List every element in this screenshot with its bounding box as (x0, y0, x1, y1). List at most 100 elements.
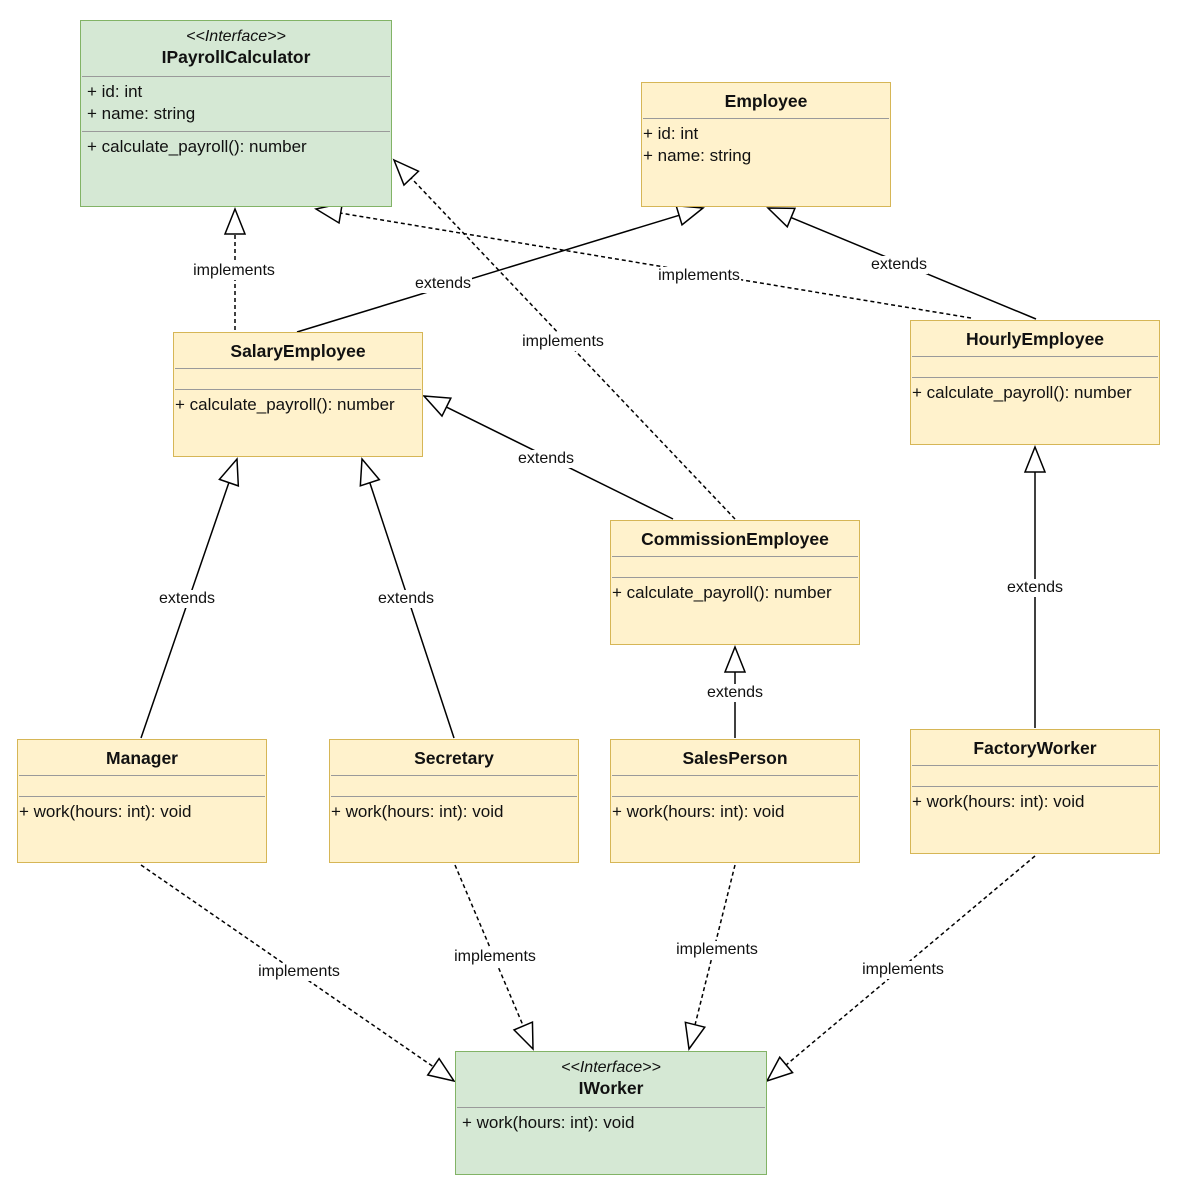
class-header: FactoryWorker (911, 730, 1159, 759)
method: + work(hours: int): void (19, 802, 192, 821)
edge-label-secretary-implements-iworker: implements (453, 948, 537, 966)
attributes-section: + id: int + name: string (642, 119, 890, 173)
attribute: + id: int (643, 124, 699, 143)
hollow-triangle-arrowhead (766, 207, 797, 229)
class-salaryemployee[interactable]: SalaryEmployee + calculate_payroll(): nu… (173, 332, 423, 457)
class-name: HourlyEmployee (965, 329, 1105, 349)
attributes-section (18, 776, 266, 796)
divider (457, 1107, 765, 1108)
divider (612, 556, 858, 557)
class-header: Manager (18, 740, 266, 769)
class-name: CommissionEmployee (641, 529, 829, 549)
relation-secretary-implements-iworker (454, 864, 534, 1051)
divider (912, 356, 1158, 357)
hollow-triangle-arrowhead (392, 158, 420, 187)
class-name: IWorker (578, 1078, 644, 1098)
edge-label-factory-extends-hourly: extends (1005, 579, 1065, 597)
divider (612, 577, 858, 578)
relation-salary-implements-ipayroll (223, 206, 247, 330)
method: + calculate_payroll(): number (175, 395, 395, 414)
divider (643, 118, 889, 119)
divider (175, 389, 421, 390)
divider (912, 765, 1158, 766)
class-salesperson[interactable]: SalesPerson + work(hours: int): void (610, 739, 860, 863)
class-hourlyemployee[interactable]: HourlyEmployee + calculate_payroll(): nu… (910, 320, 1160, 445)
method: + calculate_payroll(): number (612, 583, 832, 602)
relation-line (296, 214, 680, 333)
divider (612, 775, 858, 776)
divider (331, 796, 577, 797)
relation-line (785, 855, 1036, 1066)
relation-salesperson-extends-commission (723, 644, 747, 738)
class-employee[interactable]: Employee + id: int + name: string (641, 82, 891, 207)
edge-label-manager-extends-salary: extends (157, 590, 217, 608)
class-header: CommissionEmployee (611, 521, 859, 550)
edge-label-factory-implements-iworker: implements (861, 961, 945, 979)
relation-line (369, 482, 455, 739)
methods-section: + calculate_payroll(): number (911, 378, 1159, 410)
class-name: IPayrollCalculator (161, 47, 311, 67)
attributes-section (911, 357, 1159, 377)
divider (612, 796, 858, 797)
attributes-section: + id: int + name: string (81, 77, 391, 131)
divider (19, 796, 265, 797)
class-factoryworker[interactable]: FactoryWorker + work(hours: int): void (910, 729, 1160, 854)
divider (331, 775, 577, 776)
attribute: + name: string (643, 146, 752, 165)
class-name: SalesPerson (682, 748, 788, 768)
relation-line (140, 482, 230, 739)
hollow-triangle-arrowhead (359, 457, 381, 487)
class-secretary[interactable]: Secretary + work(hours: int): void (329, 739, 579, 863)
class-header: SalesPerson (611, 740, 859, 769)
attributes-section (330, 776, 578, 796)
attributes-section (911, 766, 1159, 786)
methods-section: + work(hours: int): void (611, 797, 859, 829)
edge-label-commission-extends-salary: extends (516, 450, 576, 468)
hollow-triangle-arrowhead (426, 1057, 456, 1083)
hollow-triangle-arrowhead (218, 457, 240, 487)
method: + work(hours: int): void (912, 792, 1085, 811)
attributes-section (611, 776, 859, 796)
edge-label-hourly-implements-ipayroll: implements (657, 267, 741, 285)
methods-section: + work(hours: int): void (330, 797, 578, 829)
edge-label-manager-implements-iworker: implements (257, 963, 341, 981)
divider (82, 131, 390, 132)
class-name: Secretary (414, 748, 494, 768)
divider (912, 377, 1158, 378)
edge-label-salary-implements-ipayroll: implements (192, 262, 276, 280)
methods-section: + work(hours: int): void (456, 1108, 766, 1140)
class-manager[interactable]: Manager + work(hours: int): void (17, 739, 267, 863)
methods-section: + calculate_payroll(): number (174, 390, 422, 422)
relation-line (340, 212, 972, 319)
methods-section: + work(hours: int): void (18, 797, 266, 829)
class-header: Employee (642, 83, 890, 112)
hollow-triangle-arrowhead (765, 1055, 794, 1083)
relation-factory-extends-hourly (1023, 444, 1047, 728)
class-commissionemployee[interactable]: CommissionEmployee + calculate_payroll()… (610, 520, 860, 645)
hollow-triangle-arrowhead (675, 204, 705, 227)
methods-section: + work(hours: int): void (911, 787, 1159, 819)
relation-salesperson-implements-iworker (684, 864, 736, 1051)
class-name: Manager (106, 748, 178, 768)
relation-manager-extends-salary (140, 457, 240, 739)
attribute: + name: string (87, 104, 196, 123)
hollow-triangle-arrowhead (1023, 444, 1047, 473)
edge-label-commission-implements-ipayroll: implements (521, 333, 605, 351)
attributes-section (611, 557, 859, 577)
class-header: HourlyEmployee (911, 321, 1159, 350)
relation-factory-implements-iworker (765, 855, 1036, 1083)
edge-label-hourly-extends-employee: extends (869, 256, 929, 274)
class-header: SalaryEmployee (174, 333, 422, 362)
method: + work(hours: int): void (612, 802, 785, 821)
relation-commission-implements-ipayroll (392, 158, 736, 520)
method: + calculate_payroll(): number (912, 383, 1132, 402)
hollow-triangle-arrowhead (422, 395, 453, 418)
edge-label-secretary-extends-salary: extends (376, 590, 436, 608)
divider (175, 368, 421, 369)
method: + work(hours: int): void (331, 802, 504, 821)
divider (19, 775, 265, 776)
class-name: Employee (724, 91, 808, 111)
class-ipayrollcalculator[interactable]: <<Interface>> IPayrollCalculator + id: i… (80, 20, 392, 207)
class-iworker[interactable]: <<Interface>> IWorker + work(hours: int)… (455, 1051, 767, 1175)
